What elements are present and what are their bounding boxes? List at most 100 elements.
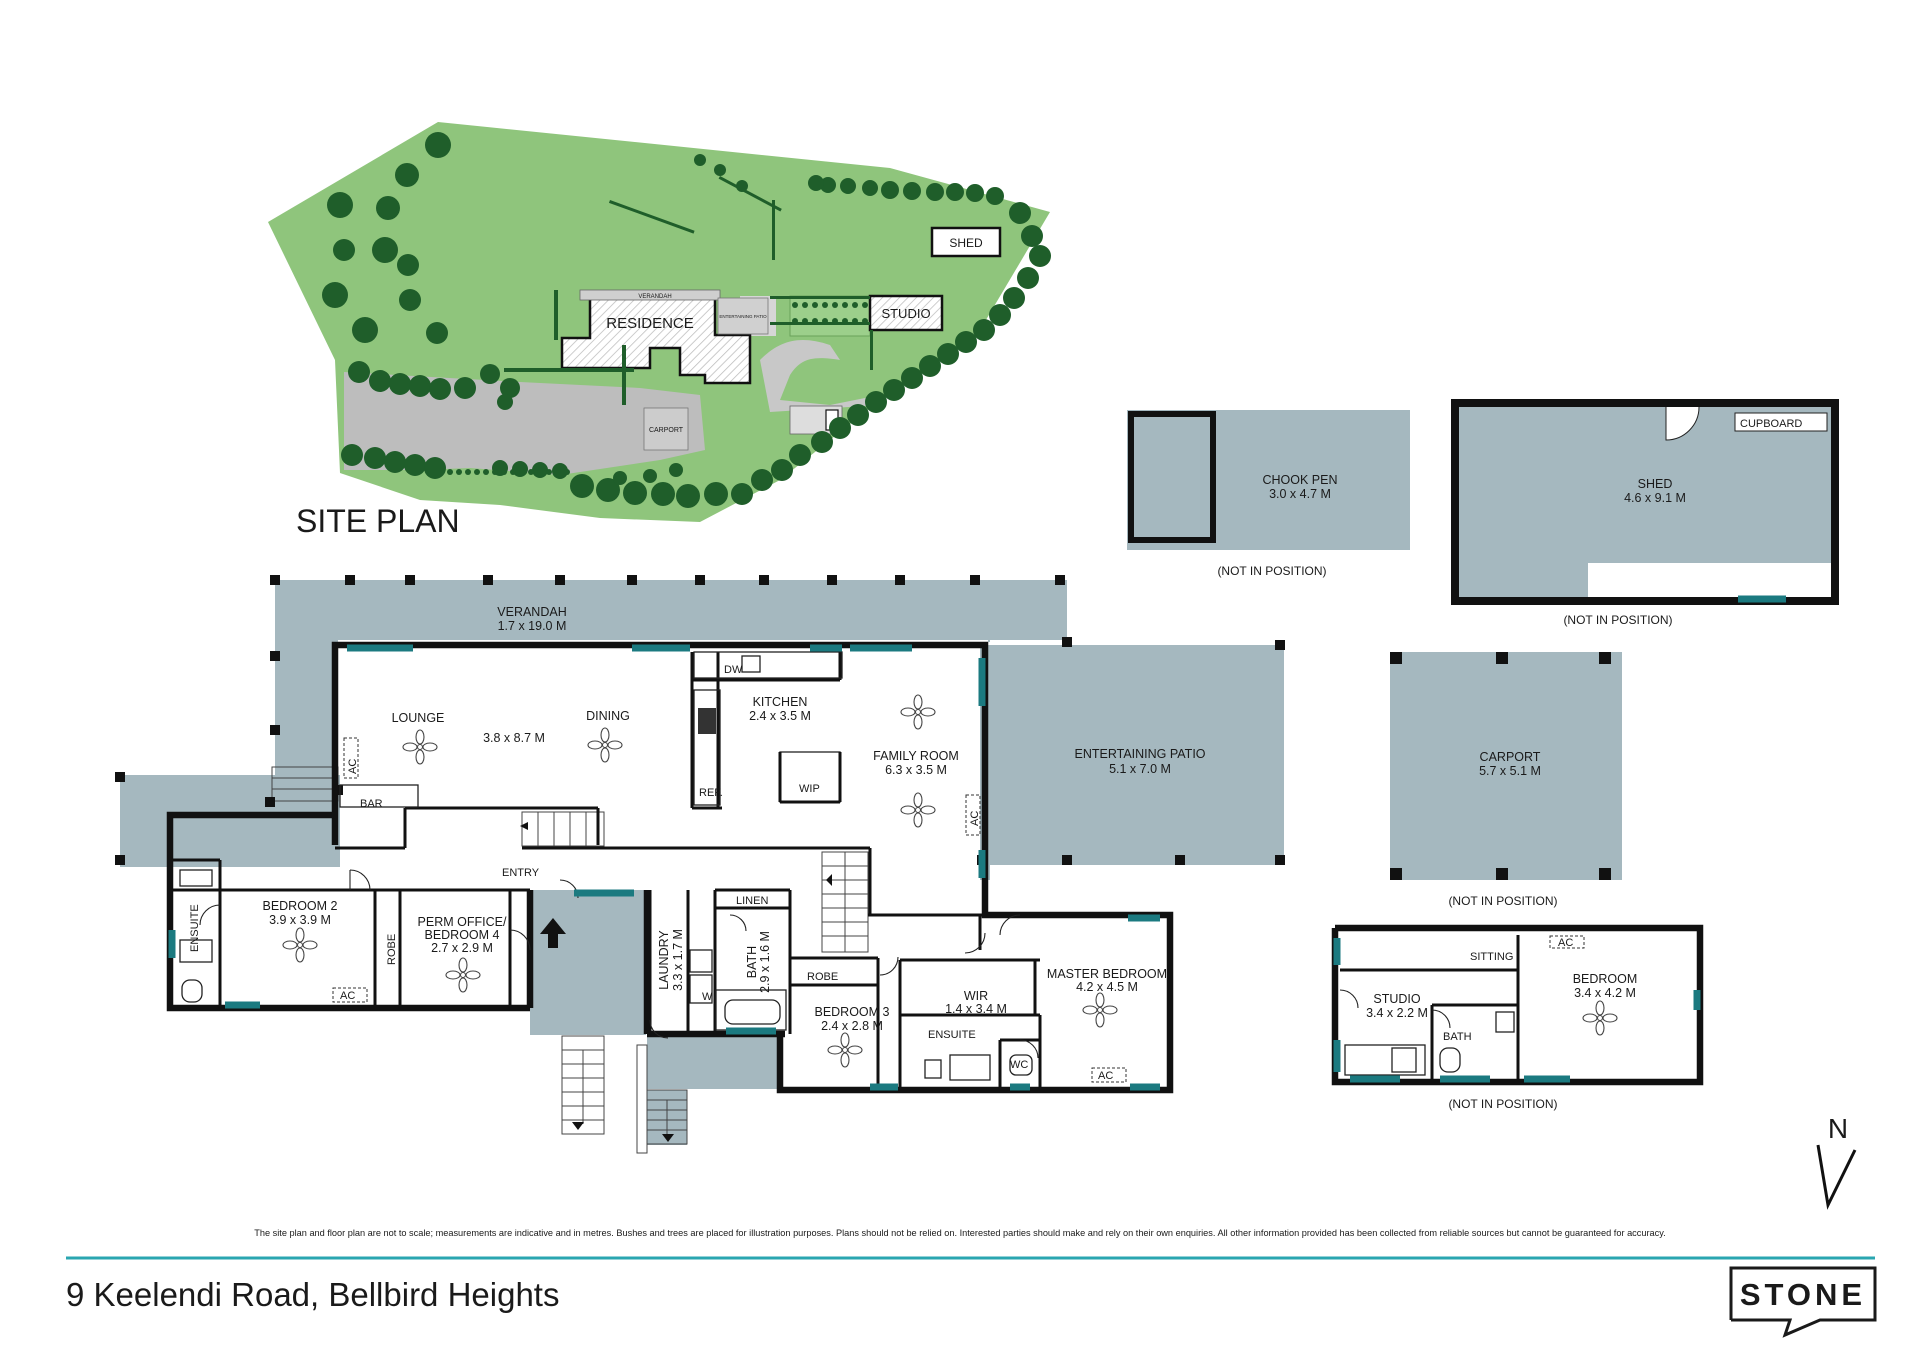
studio: SITTING AC STUDIO 3.4 x 2.2 M BATH BEDRO… [1331,924,1704,1111]
windows [168,644,1160,1091]
tree-icon [865,391,887,413]
steps [271,766,869,1154]
tree-icon [497,394,513,410]
verandah-post [1062,855,1072,865]
tree-icon [372,237,398,263]
verandah-post [1275,640,1285,650]
sitting-label: SITTING [1470,951,1513,963]
tree-icon [973,319,995,341]
site-entertaining-label: ENTERTAINING PATIO [719,314,767,319]
robe-label-bed3: ROBE [807,971,838,983]
verandah-post [1275,855,1285,865]
verandah-post [265,797,275,807]
shrub-icon [546,469,552,475]
tree-icon [500,378,520,398]
tree-icon [348,361,370,383]
wir-size: 1.4 x 3.4 M [945,1002,1007,1016]
dining-name: DINING [586,709,630,723]
site-entertaining-patio [717,297,769,335]
tree-icon [322,282,348,308]
verandah-post [115,772,125,782]
cupboard-label: CUPBOARD [1740,418,1802,430]
perm-office-size: 2.7 x 2.9 M [431,941,493,955]
verandah-post [895,575,905,585]
site-garden-bed [789,295,871,337]
carport-size: 5.7 x 5.1 M [1479,764,1541,778]
tree-icon [704,482,728,506]
residence-footprint[interactable] [560,296,752,385]
perm-office-line2: BEDROOM 4 [424,928,499,942]
verandah-post [270,725,280,735]
shrub-icon [832,302,838,308]
tree-icon [327,192,353,218]
tree-icon [376,196,400,220]
ref-label: REF. [699,787,723,799]
ac-label-master: AC [1098,1070,1113,1082]
verandah-post [695,575,705,585]
tree-icon [926,183,944,201]
tree-icon [570,474,594,498]
shrub-icon [802,318,808,324]
shrub-icon [456,469,462,475]
tree-icon [883,379,905,401]
verandah-area [275,580,1067,880]
shrub-icon [528,469,534,475]
tree-icon [623,481,647,505]
tree-icon [955,331,977,353]
tree-icon [643,469,657,483]
tree-icon [789,444,811,466]
tree-icon [946,183,964,201]
site-shed[interactable] [930,226,1002,258]
verandah-post [627,575,637,585]
stone-logo[interactable]: STONE [1729,1266,1877,1338]
tree-icon [651,482,675,506]
tree-icon [426,322,448,344]
site-studio[interactable] [868,294,944,332]
tree-icon [881,181,899,199]
disclaimer: The site plan and floor plan are not to … [254,1228,1665,1238]
tree-icon [404,454,426,476]
tree-icon [901,367,923,389]
entertaining-patio-size: 5.1 x 7.0 M [1109,762,1171,776]
robe-label-bed2: ROBE [386,934,398,965]
tree-icon [811,431,833,453]
tree-icon [596,478,620,502]
lounge-dining-size: 3.8 x 8.7 M [483,731,545,745]
entertaining-patio-name: ENTERTAINING PATIO [1074,747,1205,761]
shrub-icon [555,469,561,475]
chook-pen-not-in-position: (NOT IN POSITION) [1217,564,1326,578]
footpath [760,340,880,412]
tree-icon [341,444,363,466]
tree-icon [364,447,386,469]
carport-name: CARPORT [1480,750,1541,764]
wip-label: WIP [799,783,820,795]
verandah-post [555,575,565,585]
logo-text: STONE [1740,1277,1866,1312]
shrub-icon [492,469,498,475]
bedroom2-name: BEDROOM 2 [262,899,337,913]
outdoor-areas [120,580,1284,1145]
studio-size: 3.4 x 2.2 M [1366,1006,1428,1020]
tree-icon [1009,202,1031,224]
bath-name: BATH [745,946,759,978]
ensuite-label-bed2: ENSUITE [189,904,201,952]
tree-icon [986,187,1004,205]
tree-icon [397,254,419,276]
shrub-icon [519,469,525,475]
tree-icon [333,239,355,261]
master-bedroom-size: 4.2 x 4.5 M [1076,980,1138,994]
tree-icon [613,471,627,485]
tree-icon [429,378,451,400]
site-plan: VERANDAH ENTERTAINING PATIO RESIDENCE ST… [268,122,1051,539]
north-arrow[interactable]: N [1816,1113,1857,1210]
tree-icon [731,483,753,505]
verandah-post [759,575,769,585]
tree-icon [1021,225,1043,247]
ac-label-family: AC [969,811,981,826]
chook-pen: CHOOK PEN 3.0 x 4.7 M (NOT IN POSITION) [1127,410,1410,578]
shrub-icon [822,318,828,324]
studio-name: STUDIO [1373,992,1421,1006]
studio-bath-label: BATH [1443,1031,1472,1043]
shrub-icon [862,318,868,324]
